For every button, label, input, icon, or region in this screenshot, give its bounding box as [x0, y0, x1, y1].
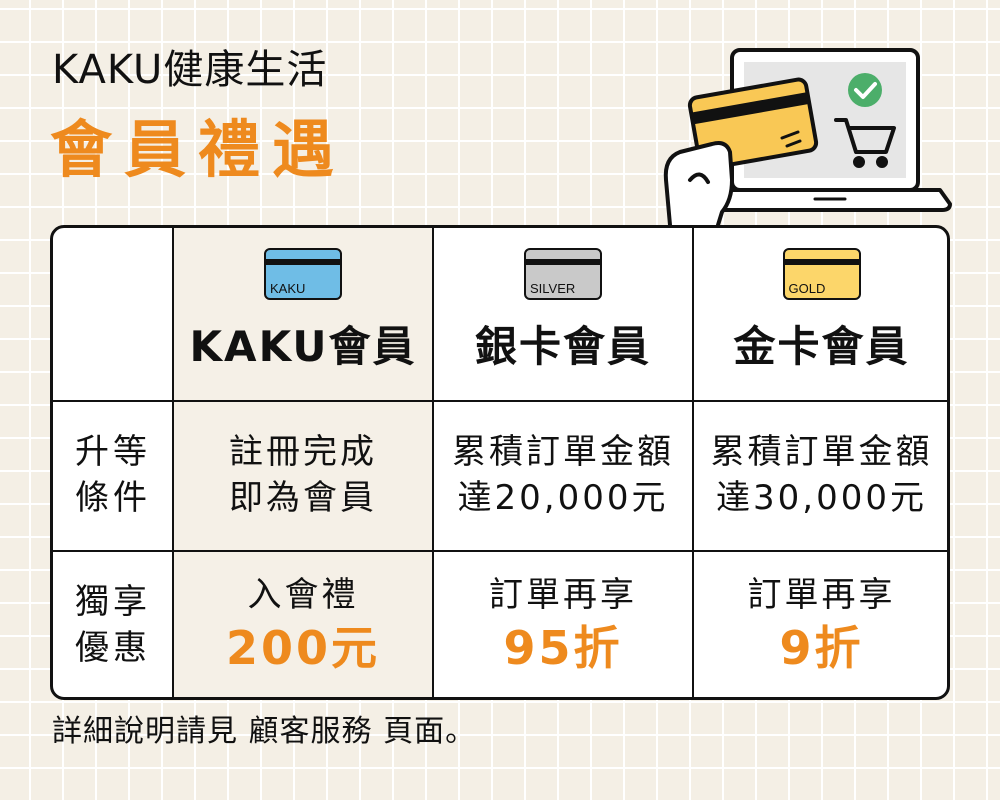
perk-cell-kaku: 入會禮 200元 — [173, 551, 433, 697]
brand-title: KAKU健康生活 — [52, 47, 328, 93]
perk-cell-silver: 訂單再享 95折 — [433, 551, 693, 697]
row-divider — [53, 400, 947, 402]
perk-highlight: 9折 — [779, 620, 864, 675]
tier-name: 銀卡會員 — [474, 322, 651, 371]
tier-header-silver: SILVER 銀卡會員 — [433, 228, 693, 401]
row-label-perks: 獨享 優惠 — [53, 551, 173, 697]
check-circle-icon — [848, 73, 882, 107]
membership-table: KAKU KAKU會員 SILVER 銀卡會員 GOLD 金卡會員 升等 條件 … — [50, 225, 950, 700]
cell-line: 累積訂單金額 — [710, 432, 933, 473]
tier-header-kaku: KAKU KAKU會員 — [173, 228, 433, 401]
silver-card-icon: SILVER — [524, 248, 602, 300]
kaku-card-icon: KAKU — [264, 248, 342, 300]
card-label: SILVER — [530, 280, 576, 296]
cell-line: 達20,000元 — [457, 478, 669, 518]
perk-cell-gold: 訂單再享 9折 — [693, 551, 947, 697]
row-label-upgrade: 升等 條件 — [53, 401, 173, 551]
cell-line: 註冊完成 — [229, 432, 377, 473]
highlight-column — [173, 228, 433, 697]
tier-header-gold: GOLD 金卡會員 — [693, 228, 947, 401]
row-divider — [53, 550, 947, 552]
row-label-line: 獨享 — [75, 581, 151, 622]
cell-line: 累積訂單金額 — [452, 432, 674, 473]
column-divider — [692, 228, 694, 697]
tier-name: KAKU會員 — [189, 322, 417, 371]
shopping-illustration — [663, 48, 952, 227]
footer-note: 詳細說明請見 顧客服務 頁面。 — [52, 714, 477, 749]
shopping-cart-icon — [834, 118, 896, 168]
column-divider — [172, 228, 174, 697]
perk-highlight: 95折 — [503, 620, 623, 675]
tier-name: 金卡會員 — [733, 322, 910, 371]
card-label: KAKU — [270, 280, 306, 296]
cell-line: 達30,000元 — [716, 478, 927, 518]
column-divider — [432, 228, 434, 697]
row-label-line: 條件 — [75, 478, 151, 518]
row-label-line: 優惠 — [75, 627, 151, 668]
upgrade-cell-gold: 累積訂單金額 達30,000元 — [693, 401, 947, 551]
cell-line: 訂單再享 — [747, 574, 896, 615]
cell-line: 即為會員 — [229, 478, 377, 518]
row-label-line: 升等 — [75, 432, 151, 473]
cell-line: 訂單再享 — [489, 574, 637, 615]
upgrade-cell-silver: 累積訂單金額 達20,000元 — [433, 401, 693, 551]
upgrade-cell-kaku: 註冊完成 即為會員 — [173, 401, 433, 551]
gold-card-icon: GOLD — [782, 248, 861, 300]
card-label: GOLD — [788, 280, 826, 296]
hand-icon — [663, 141, 734, 227]
perk-highlight: 200元 — [225, 620, 381, 675]
page-headline: 會員禮遇 — [50, 113, 347, 186]
cell-line: 入會禮 — [247, 574, 359, 615]
